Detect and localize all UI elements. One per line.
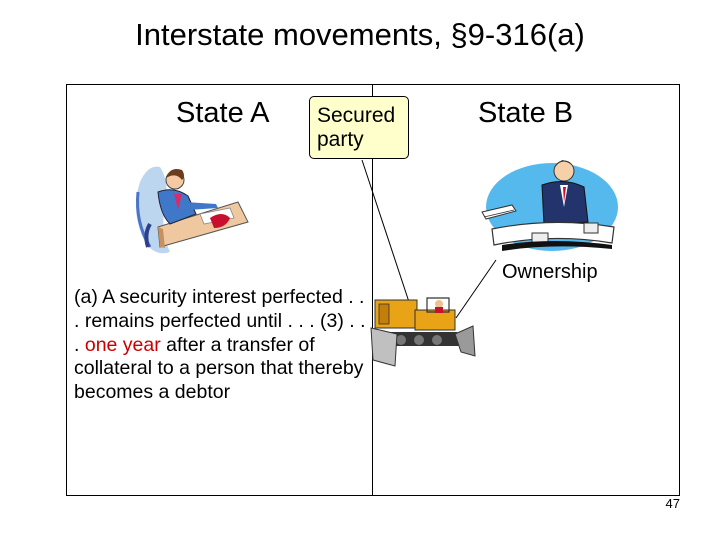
statute-quote: (a) A security interest perfected . . . … (74, 286, 374, 405)
quote-part-1: (a) A security interest perfected . . . … (74, 286, 366, 356)
businessman-at-desk-icon (472, 147, 622, 262)
quote-part-2: after a transfer of collateral to a pers… (74, 333, 364, 404)
secured-party-box: Secured party (309, 96, 409, 159)
woman-at-desk-icon (130, 152, 252, 264)
state-b-heading: State B (478, 97, 574, 129)
content-frame (66, 84, 680, 496)
slide-title: Interstate movements, §9-316(a) (135, 17, 585, 52)
page-number: 47 (665, 496, 680, 511)
state-divider (372, 84, 373, 496)
state-a-heading: State A (176, 97, 270, 129)
ownership-label: Ownership (502, 261, 598, 283)
bulldozer-icon (369, 290, 477, 368)
quote-highlight: one year (84, 333, 161, 356)
